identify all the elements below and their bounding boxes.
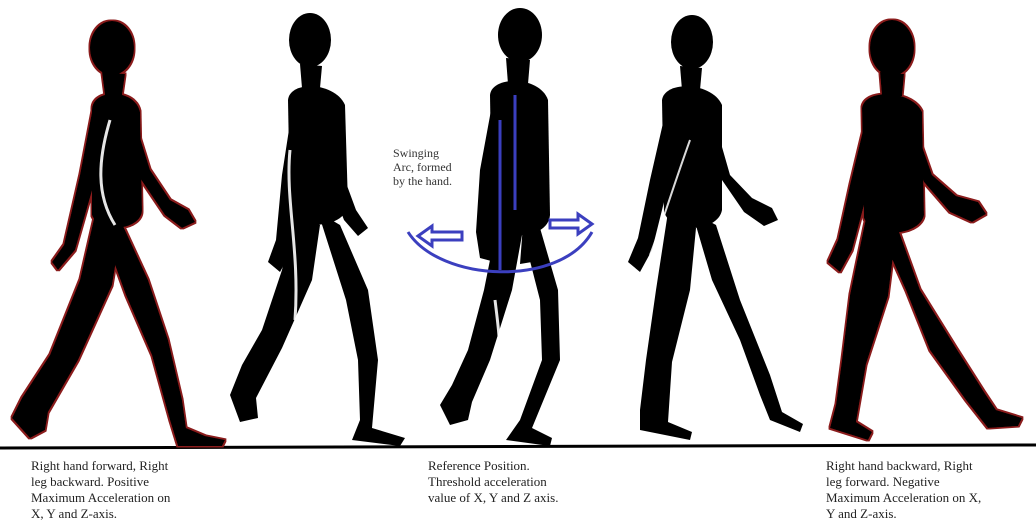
walker-figure-4	[628, 15, 803, 440]
walker-figure-1	[12, 21, 225, 446]
swing-arc-label: Swinging Arc, formed by the hand.	[393, 146, 493, 188]
caption-forward-swing: Right hand forward, Right leg backward. …	[31, 458, 231, 522]
arrow-left-icon	[418, 226, 462, 246]
walker-figure-2	[230, 13, 405, 446]
walker-figure-5	[828, 20, 1022, 440]
caption-backward-swing: Right hand backward, Right leg forward. …	[826, 458, 1036, 522]
arrow-right-icon	[550, 214, 592, 234]
caption-reference-position: Reference Position. Threshold accelerati…	[428, 458, 628, 506]
ground-line	[0, 445, 1036, 448]
swing-arc	[408, 120, 592, 272]
